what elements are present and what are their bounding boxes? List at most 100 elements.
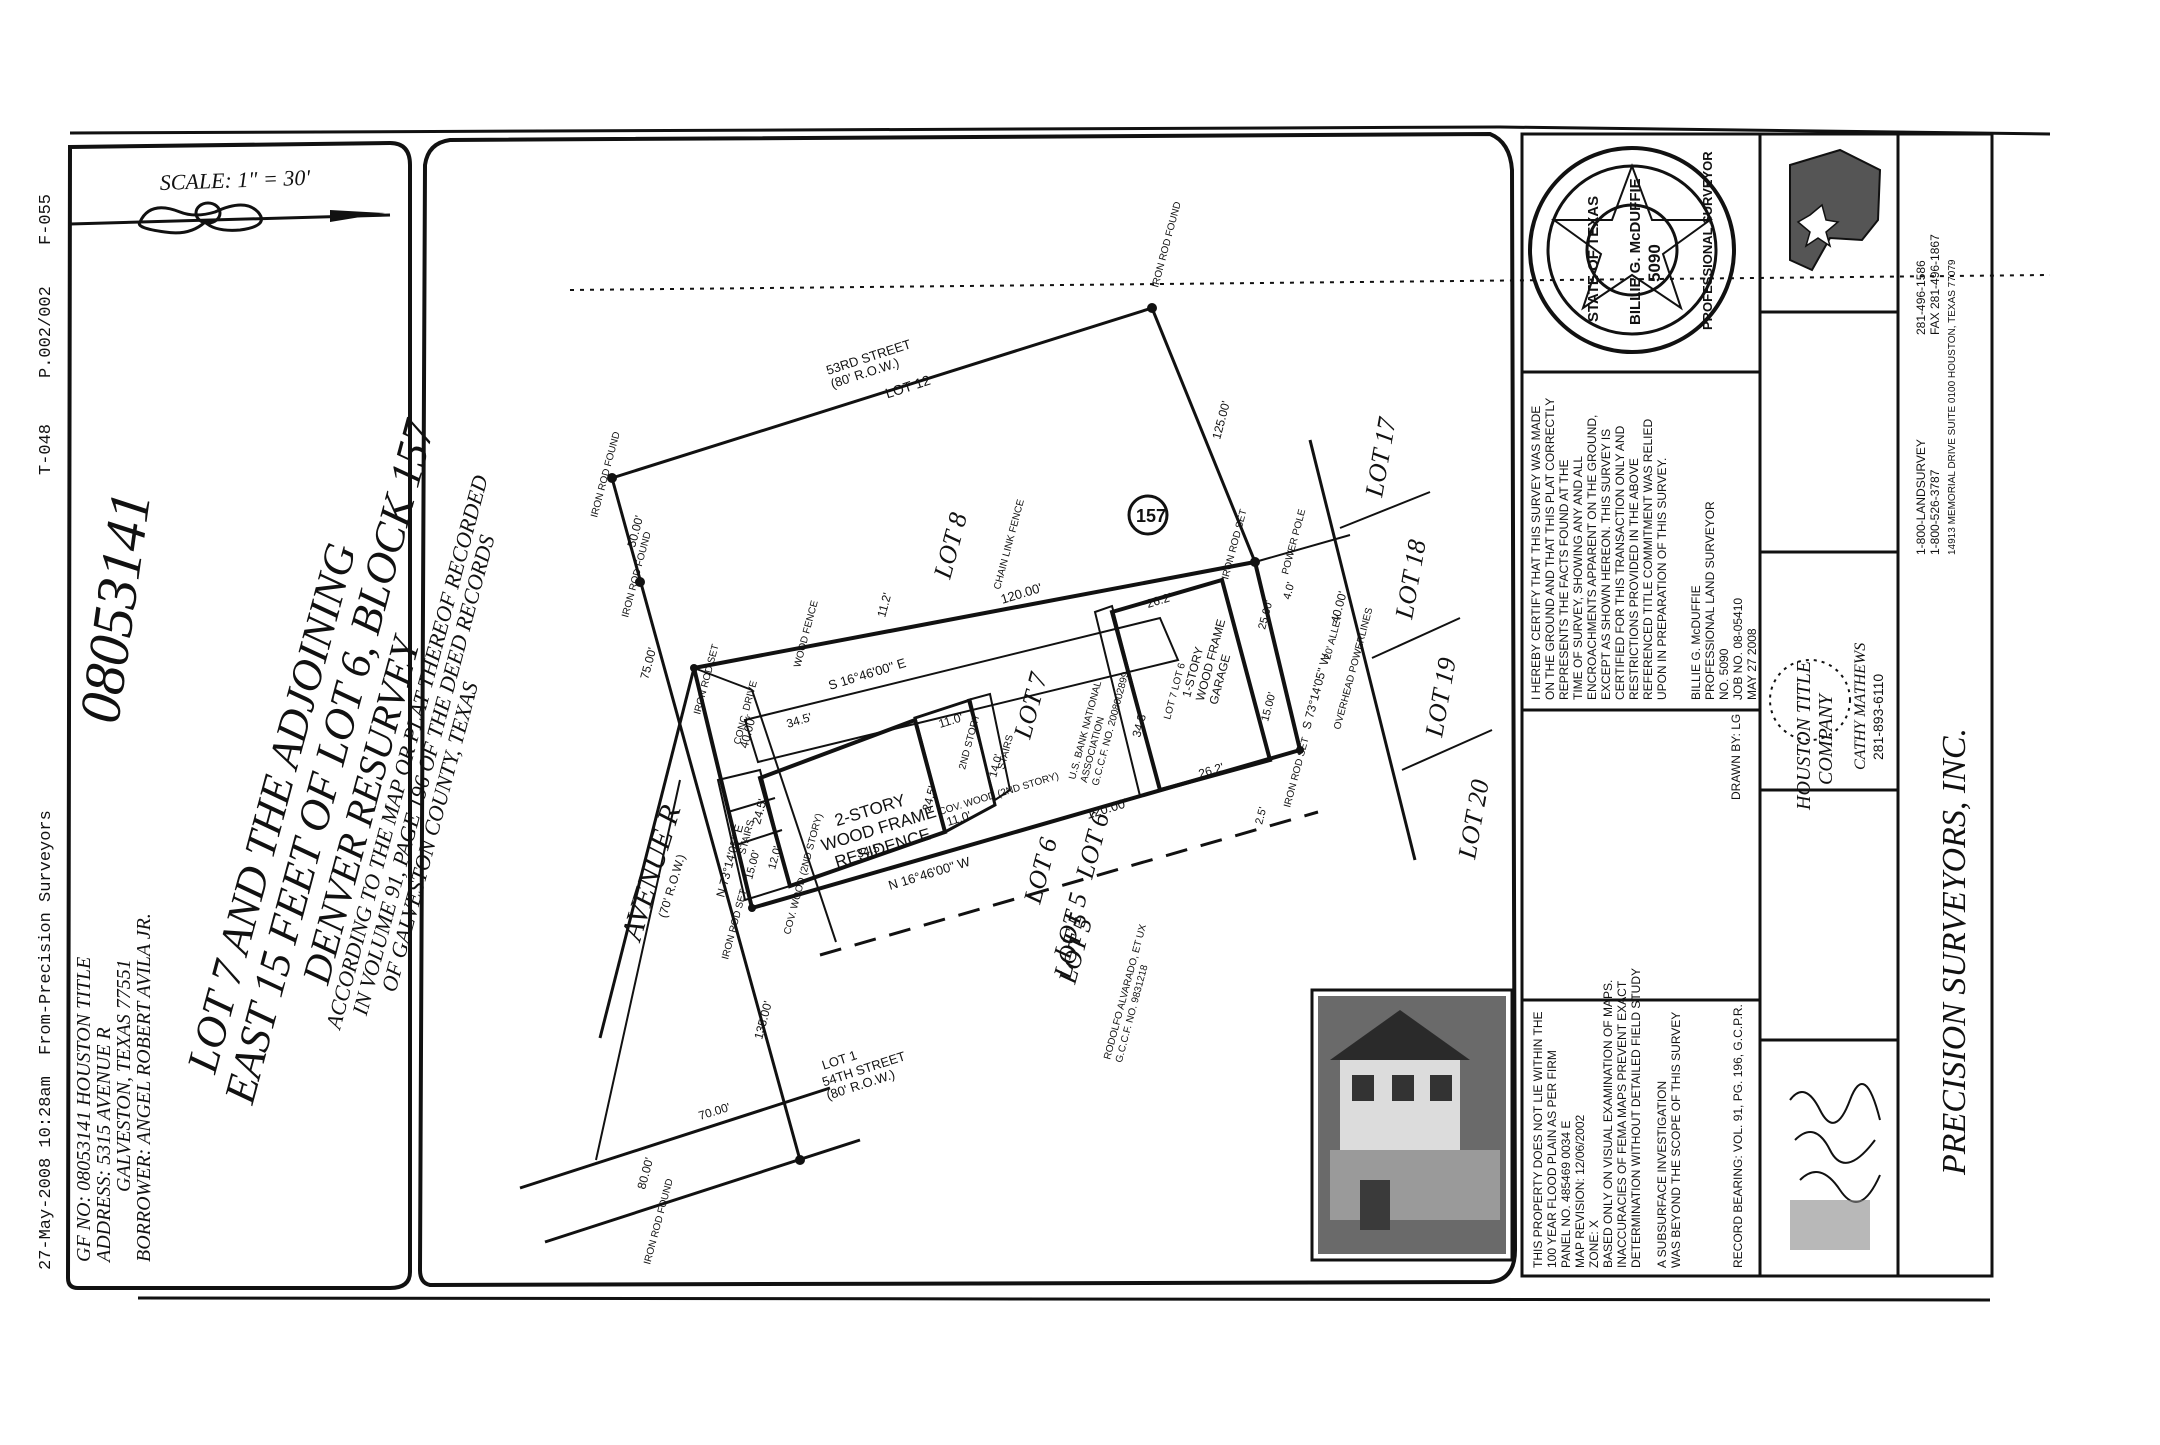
lot-8-label: LOT 8 xyxy=(928,510,974,583)
distance-80: 80.00' xyxy=(634,1156,656,1191)
distance-70: 70.00' xyxy=(697,1100,732,1123)
title-block: STATE OF TEXAS BILLIE G. McDUFFIE 5090 P… xyxy=(1520,132,1994,1278)
texas-map xyxy=(1789,148,1882,272)
gf-city: GALVESTON, TEXAS 77551 xyxy=(113,959,135,1192)
fax-doc-id: T-048 xyxy=(37,424,56,475)
street-53rd-line xyxy=(611,306,1153,480)
stairs-box xyxy=(966,692,1012,802)
dim-rear-2: 2.5' xyxy=(1253,806,1269,826)
fax-header: 27-May-2008 10:28am From-Precision Surve… xyxy=(37,810,56,1270)
surveyor-address: 14913 MEMORIAL DRIVE SUITE 0100 HOUSTON,… xyxy=(1947,259,1958,555)
flood-3: PANEL NO. 485469 0034 E xyxy=(1559,1121,1573,1268)
scale-north-arrow: SCALE: 1" = 30' xyxy=(69,165,391,235)
lot-20-label: LOT 20 xyxy=(1452,777,1495,862)
cert-10: UPON IN PREPARATION OF THIS SURVEY. xyxy=(1655,458,1669,700)
flood-9: A SUBSURFACE INVESTIGATION xyxy=(1655,1081,1669,1268)
power-pole-label: POWER POLE xyxy=(1280,508,1308,576)
surveyor-phone: 281-496-1586 xyxy=(1914,260,1928,335)
chain-link-label: CHAIN LINK FENCE xyxy=(992,498,1027,591)
flood-10: WAS BEYOND THE SCOPE OF THIS SURVEY xyxy=(1669,1012,1683,1268)
cert-9: REFERENCED TITLE COMMITMENT WAS RELIED xyxy=(1641,419,1655,700)
distance-135: 135.00' xyxy=(751,999,775,1040)
flood-6: BASED ONLY ON VISUAL EXAMINATION OF MAPS… xyxy=(1601,980,1615,1268)
flood-1: THIS PROPERTY DOES NOT LIE WITHIN THE xyxy=(1531,1012,1545,1269)
block-east-line xyxy=(1150,307,1257,563)
dim-gar-top: 26.2' xyxy=(1145,590,1174,611)
flood-text: THIS PROPERTY DOES NOT LIE WITHIN THE 10… xyxy=(1531,968,1683,1268)
title-company-name-1: HOUSTON TITLE xyxy=(1793,661,1815,811)
flood-4: MAP REVISION: 12/06/2002 xyxy=(1573,1114,1587,1268)
lot-7-label: LOT 7 xyxy=(1008,669,1054,743)
seal-bottom: PROFESSIONAL SURVEYOR xyxy=(1700,151,1715,330)
handwritten-file-number: 08053141 xyxy=(67,488,164,727)
dim-addition-top: 11.0' xyxy=(937,710,965,731)
conc-drive xyxy=(743,616,1180,764)
surveyor-role: PROFESSIONAL LAND SURVEYOR xyxy=(1703,501,1717,700)
surveyor-reg: NO. 5090 xyxy=(1717,648,1731,700)
bottom-rule xyxy=(137,1296,1991,1302)
cert-6: EXCEPT AS SHOWN HEREON. THIS SURVEY IS xyxy=(1599,429,1613,700)
dim-rear-25: 25.00' xyxy=(1256,599,1275,631)
surveyor-signature-block: BILLIE G. McDUFFIE PROFESSIONAL LAND SUR… xyxy=(1689,501,1759,700)
seal-outer: STATE OF TEXAS xyxy=(1585,196,1602,322)
distance-75: 75.00' xyxy=(637,646,659,681)
lower-row-line xyxy=(544,1138,861,1244)
fax-page: P.002/002 xyxy=(37,286,56,378)
flood-7: INACCURACIES OF FEMA MAPS PREVENT EXACT xyxy=(1615,980,1629,1268)
seal-number: 5090 xyxy=(1645,244,1664,282)
lot-6-label: LOT 6 xyxy=(1018,835,1064,908)
title-company-phone: 281-893-6110 xyxy=(1870,674,1886,760)
dim-gar-bottom: 26.2' xyxy=(1197,760,1226,781)
record-bearing: RECORD BEARING: VOL. 91, PG. 196, G.C.P.… xyxy=(1731,1004,1745,1268)
bearing-bottom: N 16°46'00" W xyxy=(886,854,972,893)
certification-text: I HEREBY CERTIFY THAT THIS SURVEY WAS MA… xyxy=(1529,398,1669,700)
dim-res-right: 24.5' xyxy=(919,784,939,812)
alley-label: 20' ALLEY xyxy=(1322,613,1345,661)
seal-name: BILLIE G. McDUFFIE xyxy=(1627,178,1644,325)
bearing-rear: S 73°14'05" W xyxy=(1299,652,1333,731)
lot-12-label: LOT 12 xyxy=(883,372,932,402)
signature-scribble xyxy=(1789,1082,1881,1250)
block-number: 157 xyxy=(1136,506,1166,526)
second-story-addition xyxy=(913,698,997,835)
lot-7-boundary xyxy=(691,559,1303,911)
avenue-r-curb xyxy=(598,667,696,1039)
gf-borrower: BORROWER: ANGEL ROBERT AVILA JR. xyxy=(133,913,155,1262)
cert-2: ON THE GROUND AND THAT THIS PLAT CORRECT… xyxy=(1543,398,1557,700)
dim-gar-left: 34.3' xyxy=(1129,710,1149,738)
avenue-east-ext xyxy=(693,667,753,691)
gf-number: GF NO: 08053141 HOUSTON TITLE xyxy=(73,957,95,1262)
dim-stairs: 14.0' xyxy=(987,753,1005,779)
surveyor-contact: 1-800-LANDSURVEY 1-800-526-3787 14913 ME… xyxy=(1914,234,1958,555)
property-photo xyxy=(1310,988,1514,1262)
flood-2: 100 YEAR FLOOD PLAIN AS PER FIRM xyxy=(1545,1050,1559,1268)
iron-rod-set-3: IRON ROD SET xyxy=(1220,508,1249,581)
surveyor-tel-1: 1-800-LANDSURVEY xyxy=(1914,439,1928,555)
dim-rear-4: 4.0' xyxy=(1281,581,1297,601)
avenue-r-line-west xyxy=(595,779,681,1161)
cert-7: CERTIFIED FOR THIS TRANSACTION ONLY AND xyxy=(1613,425,1627,700)
dim-rear-15: 15.00' xyxy=(1259,691,1278,723)
surveyor-name: BILLIE G. McDUFFIE xyxy=(1689,585,1703,700)
surveyor-seal: STATE OF TEXAS BILLIE G. McDUFFIE 5090 P… xyxy=(1528,146,1736,354)
garage-line xyxy=(1093,604,1162,798)
plat-frame xyxy=(417,131,1518,1288)
drawn-by: DRAWN BY: LG xyxy=(1729,714,1743,800)
scale-label: SCALE: 1" = 30' xyxy=(159,165,310,195)
bearing-top: S 16°46'00" E xyxy=(826,655,907,693)
dim-res-left: 24.5' xyxy=(749,797,769,825)
job-number: JOB NO. 08-05410 xyxy=(1731,598,1745,700)
block-number-circle xyxy=(1127,494,1169,536)
info-frame xyxy=(65,140,412,1290)
cert-4: TIME OF SURVEY, SHOWING ANY AND ALL xyxy=(1571,456,1585,700)
dim-res-top: 34.5' xyxy=(785,710,814,731)
street-54th-line xyxy=(519,1086,831,1190)
gf-address: ADDRESS: 5315 AVENUE R xyxy=(93,1027,115,1264)
distance-125: 125.00' xyxy=(1209,399,1233,440)
surveyor-company-name: PRECISION SURVEYORS, INC. xyxy=(1936,728,1973,1176)
cert-3: REPRESENTS THE FACTS FOUND AT THE xyxy=(1557,460,1571,701)
wood-fence-label: WOOD FENCE xyxy=(792,599,821,669)
cert-5: ENCROACHMENTS APPARENT ON THE GROUND, xyxy=(1585,415,1599,700)
top-rule xyxy=(69,125,1501,135)
